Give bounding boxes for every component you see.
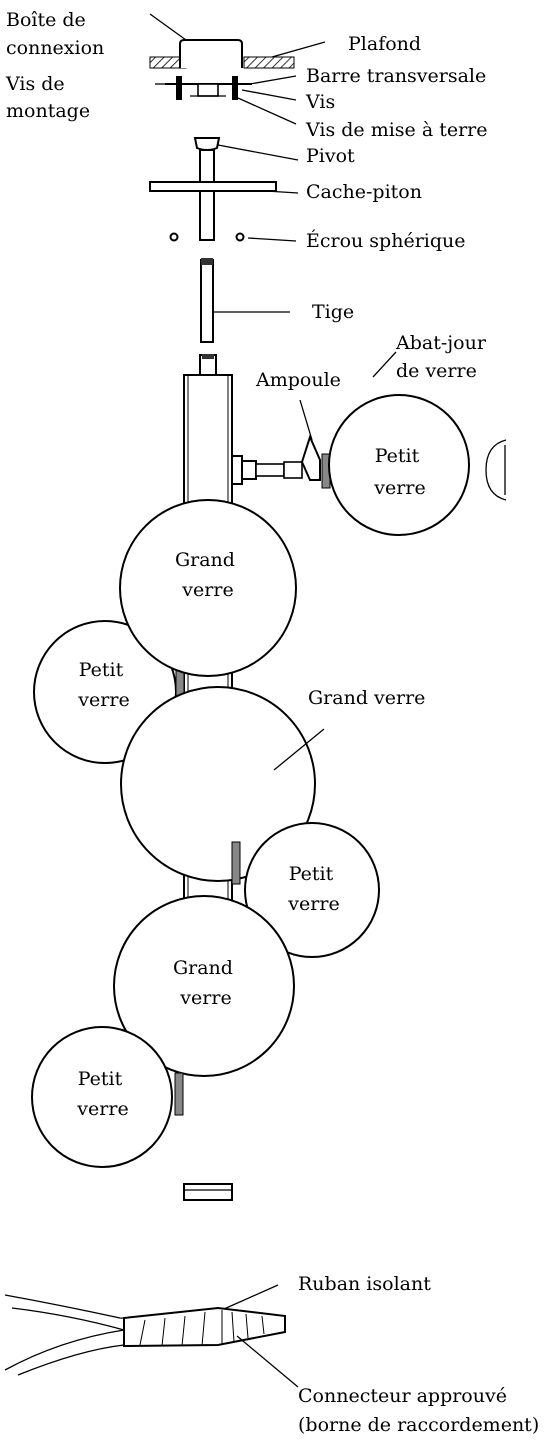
- rod-assembly: [200, 258, 290, 343]
- ceiling-label: Plafond: [348, 33, 421, 55]
- junction-box-label: Boîte de connexion: [6, 9, 104, 59]
- rod: [200, 259, 214, 343]
- glass-shade-label: Abat-jour de verre: [395, 332, 492, 382]
- large-glass-middle: [120, 686, 316, 882]
- small-glass-label-top: Petit verre: [373, 445, 425, 499]
- screws-label: Vis: [305, 91, 335, 113]
- wire-connection: [4, 1284, 299, 1388]
- small-glass-label-left-2: Petit verre: [76, 1068, 128, 1120]
- ground-screw-label: Vis de mise à terre: [305, 119, 487, 141]
- canopy: [149, 181, 277, 192]
- small-glass-label-left-1: Petit verre: [77, 659, 129, 711]
- mounting-screws-label: Vis de montage: [5, 73, 90, 122]
- crossbar-label: Barre transversale: [306, 65, 486, 87]
- small-glass-label-right: Petit verre: [287, 863, 339, 915]
- crossbar-assembly: [155, 75, 297, 125]
- ball-nut-label: Écrou sphérique: [306, 229, 466, 252]
- upper-rod: [199, 149, 215, 241]
- bulb-label: Ampoule: [255, 369, 341, 391]
- small-glass-right: [244, 822, 380, 958]
- small-glass-left-2: [31, 1026, 173, 1168]
- canopy-assembly: [149, 137, 299, 242]
- ball-nut-left: [169, 232, 179, 242]
- large-glass-label-middle: Grand verre: [308, 687, 425, 709]
- connector-label: Connecteur approuvé (borne de raccordeme…: [298, 1385, 539, 1436]
- large-glass-label-top: Grand verre: [175, 549, 241, 601]
- ceiling-plate-right: [243, 56, 295, 69]
- junction-box: [179, 39, 243, 68]
- large-glass-bottom: [113, 895, 295, 1077]
- bulb: [300, 434, 321, 481]
- insulating-tape: [123, 1306, 286, 1348]
- mounting-screw-right: [232, 76, 238, 100]
- mounting-screw-left: [176, 76, 182, 100]
- ball-nut-right: [235, 232, 245, 242]
- large-glass-label-bottom: Grand verre: [173, 957, 239, 1009]
- canopy-label: Cache-piton: [306, 181, 422, 203]
- large-glass-top: [119, 499, 297, 677]
- ceiling-assembly: [149, 13, 326, 69]
- pivot: [193, 137, 221, 151]
- rotate-arrow: [485, 439, 507, 501]
- rod-label: Tige: [312, 301, 354, 323]
- bulb-assembly: [231, 351, 397, 489]
- pivot-label: Pivot: [306, 145, 355, 167]
- insulating-tape-label: Ruban isolant: [298, 1273, 431, 1295]
- small-glass-shade-top: [328, 394, 470, 536]
